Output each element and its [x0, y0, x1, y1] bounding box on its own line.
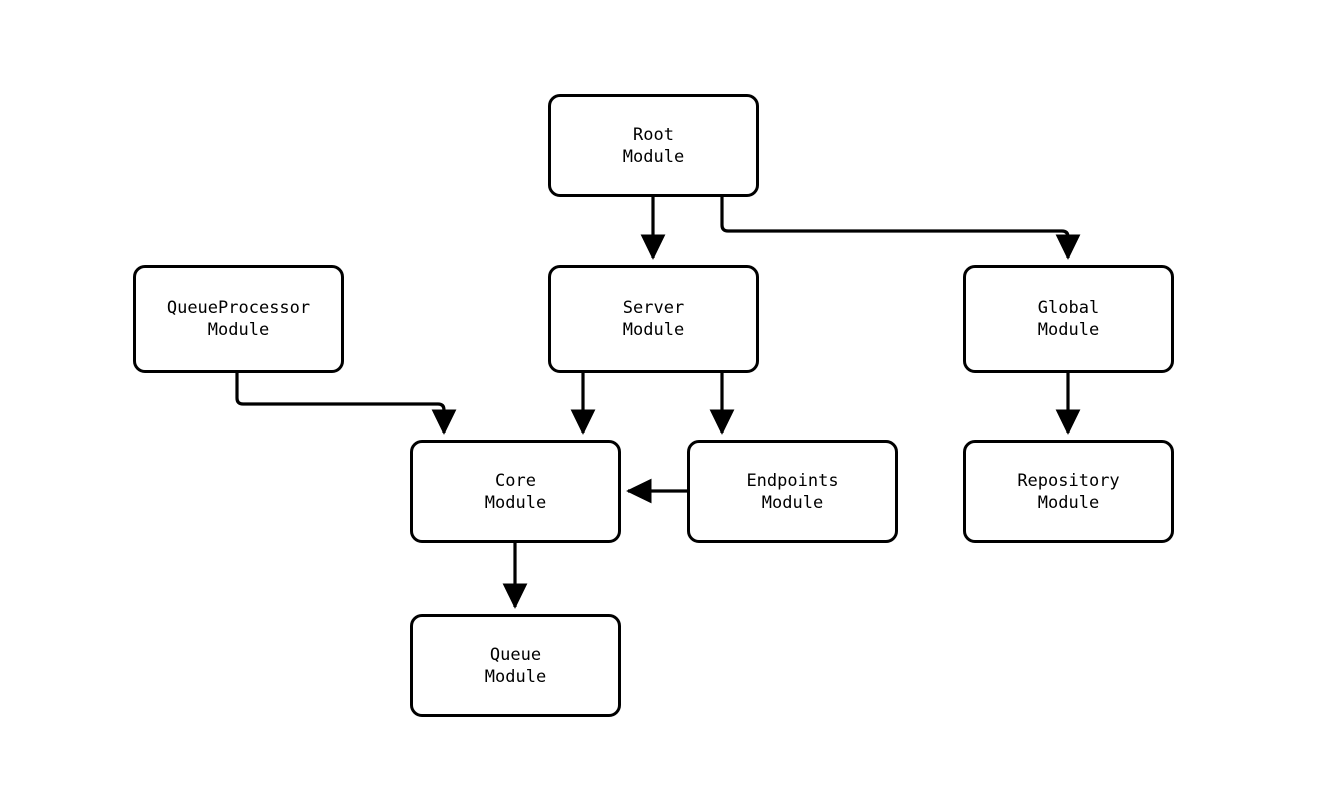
node-endpoints-module-line2: Module — [761, 492, 824, 513]
node-repository-module-line2: Module — [1037, 492, 1100, 513]
node-endpoints-module[interactable]: Endpoints Module — [687, 440, 898, 543]
node-repository-module[interactable]: Repository Module — [963, 440, 1174, 543]
node-server-module-line1: Server — [622, 298, 685, 318]
node-root-module[interactable]: Root Module — [548, 94, 759, 197]
node-global-module[interactable]: Global Module — [963, 265, 1174, 373]
node-queueprocessor-module-line2: Module — [207, 320, 270, 340]
node-repository-module-line1: Repository — [1017, 470, 1120, 491]
node-root-module-line1: Root — [633, 124, 674, 145]
node-core-module-line1: Core — [495, 470, 536, 491]
node-core-module-line2: Module — [484, 492, 547, 513]
node-queueprocessor-module[interactable]: QueueProcessor Module — [133, 265, 344, 373]
node-root-module-line2: Module — [622, 146, 685, 167]
node-queueprocessor-module-line1: QueueProcessor — [166, 298, 311, 318]
node-global-module-line1: Global — [1037, 298, 1100, 318]
node-server-module[interactable]: Server Module — [548, 265, 759, 373]
node-global-module-line2: Module — [1037, 320, 1100, 340]
node-queue-module[interactable]: Queue Module — [410, 614, 621, 717]
edge-queueprocessor-core — [235, 373, 457, 435]
node-core-module[interactable]: Core Module — [410, 440, 621, 543]
edge-root-global — [720, 197, 1081, 260]
node-queue-module-line1: Queue — [489, 644, 542, 665]
node-queue-module-line2: Module — [484, 666, 547, 687]
node-server-module-line2: Module — [622, 320, 685, 340]
node-endpoints-module-line1: Endpoints — [746, 470, 839, 491]
